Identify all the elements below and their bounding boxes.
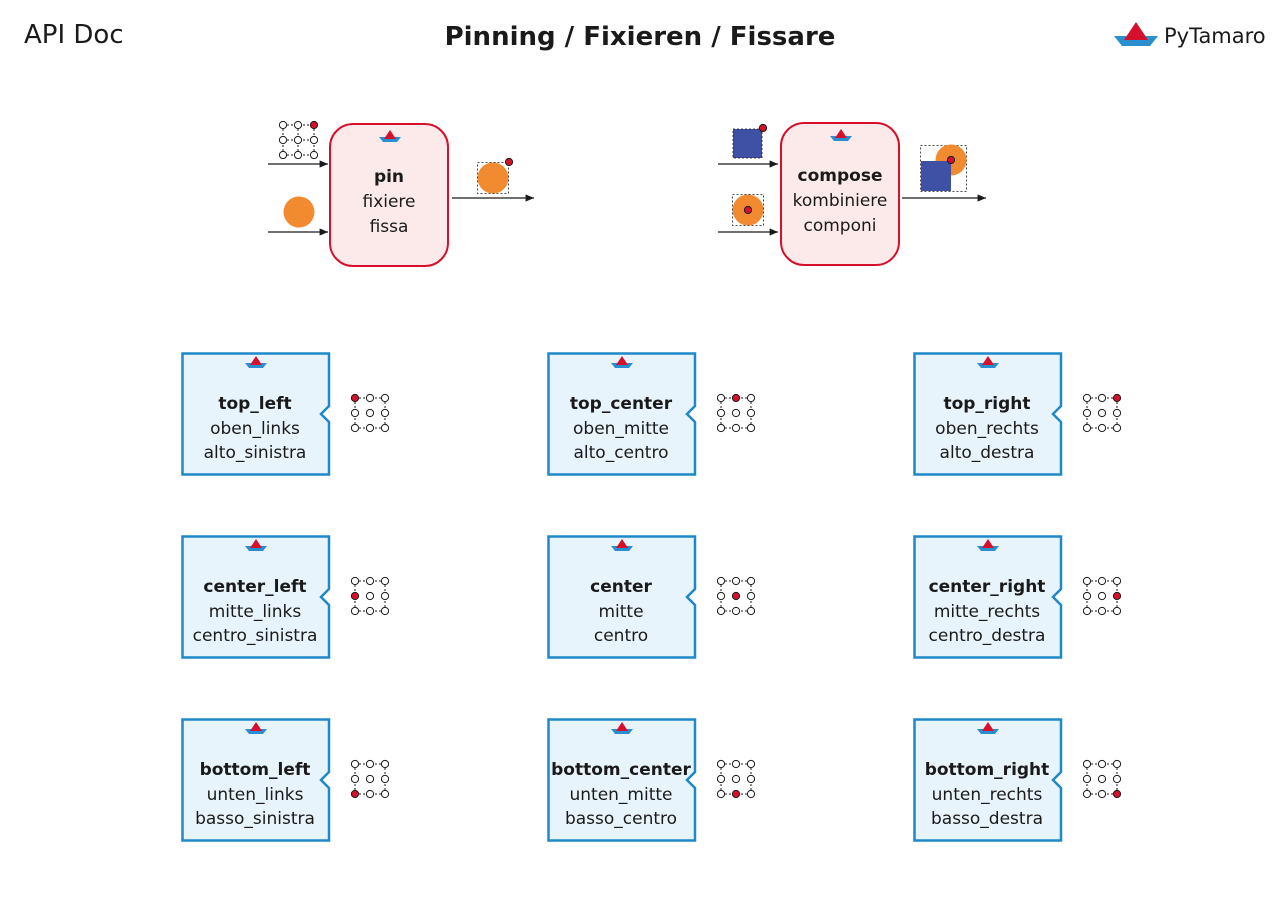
pinning-grid-icon (716, 392, 759, 438)
pinning-name-it: centro_sinistra (192, 626, 318, 646)
pinning-name-it: basso_destra (930, 809, 1043, 829)
pinning-name-it: basso_centro (564, 809, 678, 829)
pinning-name-de: mitte_rechts (933, 601, 1041, 622)
pytamaro-logo-icon (611, 722, 633, 734)
composed-graphic-output (920, 144, 967, 192)
card-shape (913, 718, 1063, 842)
function-box-pin: pin fixiere fissa (329, 123, 449, 267)
pytamaro-logo-icon (611, 539, 633, 551)
card-shape (181, 535, 331, 659)
pinning-name-en: bottom_right (924, 760, 1050, 780)
card-shape (547, 352, 697, 476)
pytamaro-logo-icon (977, 722, 999, 734)
pinning-name-de: mitte_links (208, 601, 302, 622)
pinning-name-it: alto_centro (573, 443, 669, 463)
pinning-name-en: top_left (218, 394, 292, 414)
pinning-name-de: unten_links (206, 784, 304, 805)
pytamaro-logo-icon (245, 356, 267, 368)
pytamaro-logo-icon (611, 356, 633, 368)
page-title: Pinning / Fixieren / Fissare (444, 22, 836, 52)
pinning-card-bottom-left: bottom_left unten_links basso_sinistra (181, 718, 331, 842)
pinning-grid-icon (1082, 392, 1125, 438)
pinning-name-en: bottom_left (199, 760, 311, 780)
pinning-grid-icon (350, 575, 393, 621)
doc-label: API Doc (24, 20, 124, 50)
pytamaro-logo-icon (245, 539, 267, 551)
function-box-compose: compose kombiniere componi (780, 122, 900, 266)
pytamaro-logo-icon (1114, 22, 1158, 46)
function-name-it: componi (803, 216, 877, 236)
card-shape (913, 535, 1063, 659)
brand: PyTamaro (1114, 22, 1266, 50)
pytamaro-logo-icon (977, 539, 999, 551)
card-shape (547, 718, 697, 842)
pinning-grid-icon (716, 758, 759, 804)
pinning-name-de: oben_mitte (573, 418, 669, 439)
pin-diagram-wires (268, 160, 534, 236)
pinning-grid-icon (350, 392, 393, 438)
pinning-name-it: alto_destra (939, 443, 1035, 463)
pytamaro-logo-icon (245, 722, 267, 734)
pinned-square-input (732, 123, 768, 159)
pinning-grid-icon (716, 575, 759, 621)
pinning-card-top-left: top_left oben_links alto_sinistra (181, 352, 331, 476)
pinning-grid-icon (278, 120, 319, 159)
orange-circle-input (283, 196, 315, 228)
pinning-card-top-center: top_center oben_mitte alto_centro (547, 352, 697, 476)
pinning-card-top-right: top_right oben_rechts alto_destra (913, 352, 1063, 476)
brand-name: PyTamaro (1164, 24, 1266, 48)
pinning-name-en: center_left (203, 577, 307, 597)
function-name-de: kombiniere (792, 191, 888, 211)
pinning-card-center: center mitte centro (547, 535, 697, 659)
pinning-grid-icon (1082, 758, 1125, 804)
pinning-name-de: oben_rechts (935, 418, 1039, 439)
pinning-grid-icon (1082, 575, 1125, 621)
pinning-card-center-left: center_left mitte_links centro_sinistra (181, 535, 331, 659)
pytamaro-logo-icon (379, 130, 401, 142)
pinning-name-it: alto_sinistra (203, 443, 307, 463)
pinning-name-de: oben_links (210, 418, 300, 439)
pytamaro-logo-icon (977, 356, 999, 368)
pinning-name-en: bottom_center (551, 760, 691, 780)
pinning-name-en: top_right (943, 394, 1031, 414)
card-shape (913, 352, 1063, 476)
pinning-name-it: centro_destra (928, 626, 1046, 646)
pinning-name-en: center (590, 577, 652, 597)
pinning-name-en: center_right (928, 577, 1046, 597)
pinning-name-de: unten_mitte (569, 784, 673, 805)
pinning-name-de: unten_rechts (931, 784, 1043, 805)
pinning-card-bottom-right: bottom_right unten_rechts basso_destra (913, 718, 1063, 842)
function-name-en: compose (797, 166, 883, 186)
pinning-name-en: top_center (569, 394, 673, 414)
pinning-name-it: centro (593, 626, 649, 646)
pinning-card-bottom-center: bottom_center unten_mitte basso_centro (547, 718, 697, 842)
function-name-en: pin (373, 167, 405, 187)
card-shape (547, 535, 697, 659)
function-name-it: fissa (369, 217, 409, 237)
pinning-name-it: basso_sinistra (195, 809, 315, 829)
pinning-grid-icon (350, 758, 393, 804)
function-name-de: fixiere (362, 192, 416, 212)
pinned-circle-input (732, 194, 764, 226)
card-shape (181, 352, 331, 476)
pinning-name-de: mitte (598, 601, 644, 622)
card-shape (181, 718, 331, 842)
pinning-card-center-right: center_right mitte_rechts centro_destra (913, 535, 1063, 659)
pytamaro-logo-icon (830, 129, 852, 141)
pinned-circle-output (477, 157, 514, 194)
compose-diagram-wires (718, 160, 986, 236)
